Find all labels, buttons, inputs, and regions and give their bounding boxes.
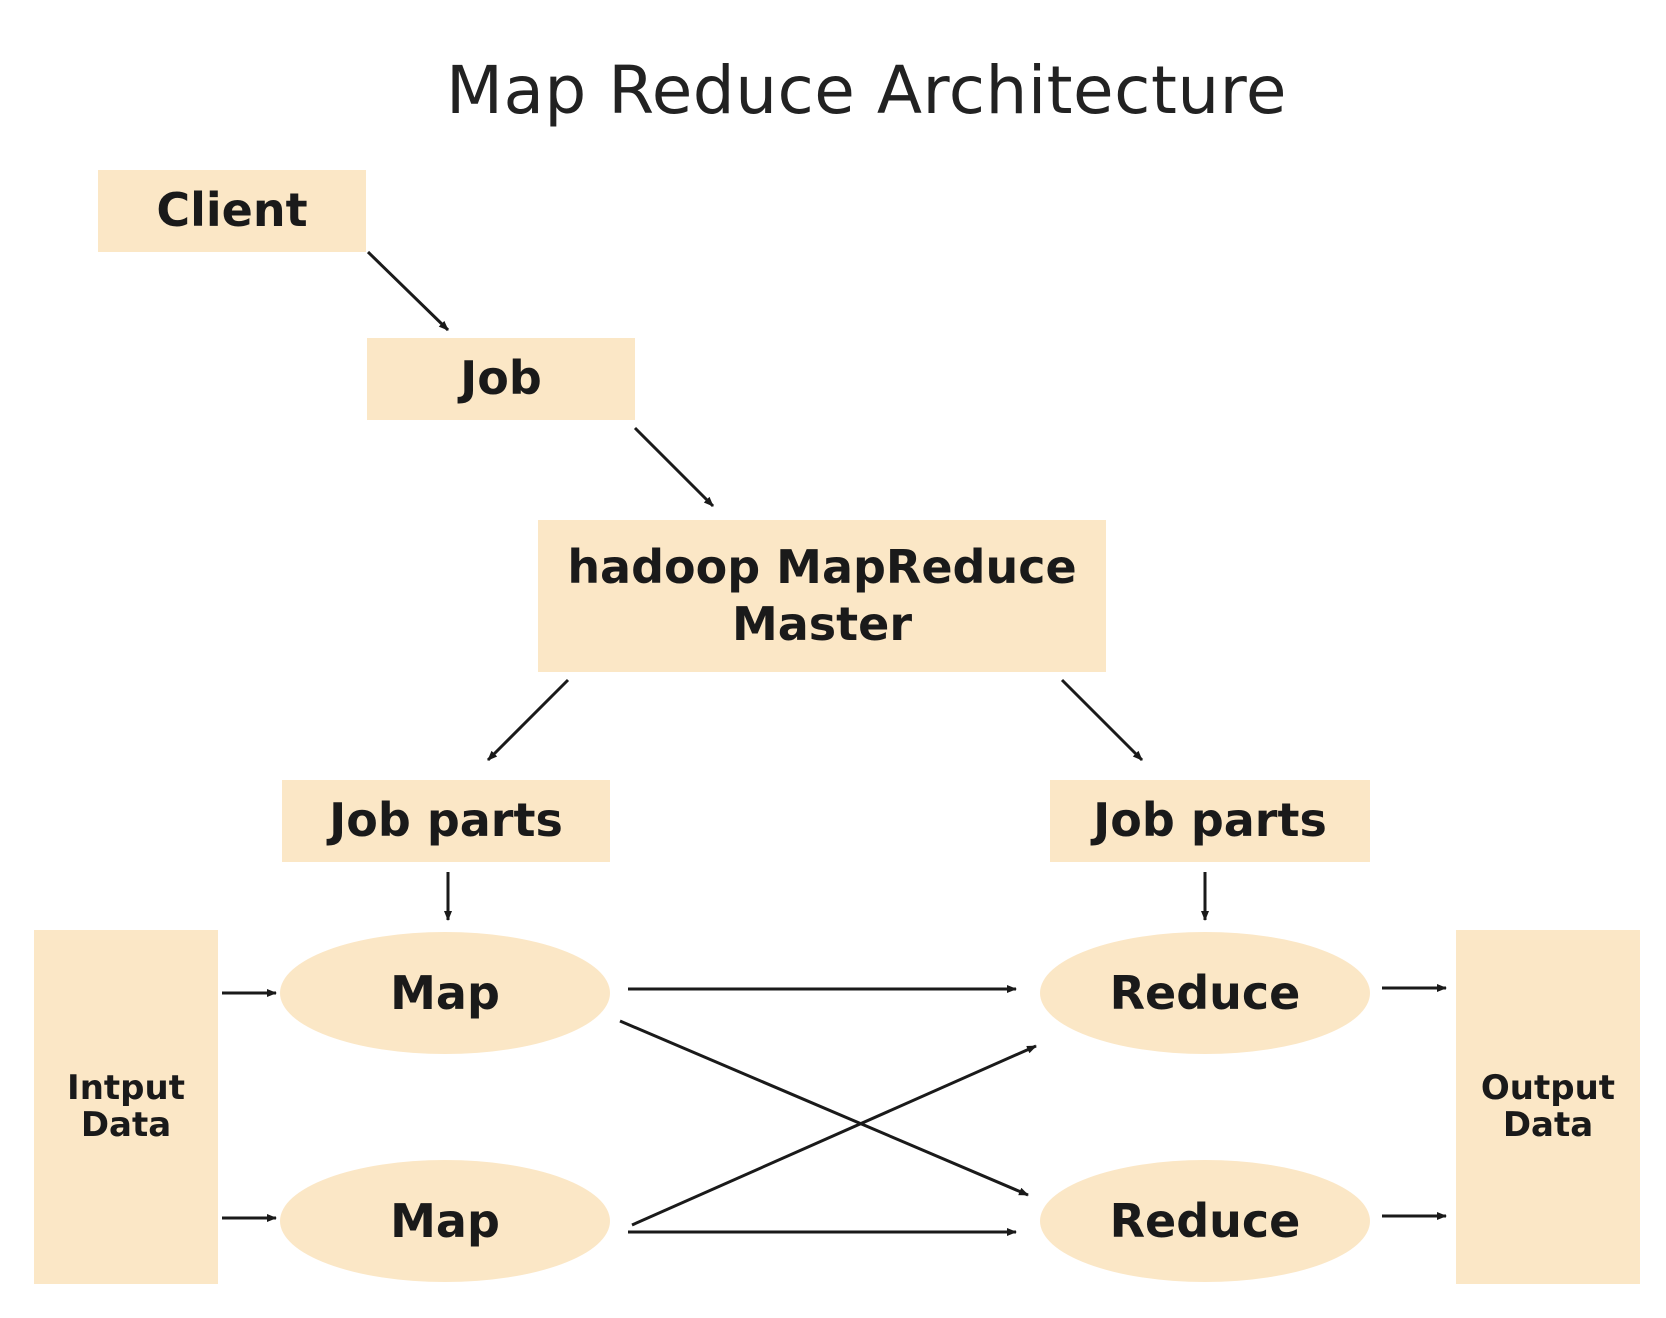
map-bottom-label: Map: [390, 1194, 500, 1248]
reduce-node-bottom: Reduce: [1040, 1160, 1370, 1282]
arrow-master-to-jobparts-right: [1060, 678, 1144, 762]
job-parts-left-label: Job parts: [329, 793, 563, 848]
job-parts-right-label: Job parts: [1093, 793, 1327, 848]
arrow-map-top-to-reduce-bottom: [619, 1019, 1029, 1197]
map-top-label: Map: [390, 966, 500, 1020]
output-data-node: Output Data: [1456, 930, 1640, 1284]
master-label-line2: Master: [731, 597, 913, 651]
job-label: Job: [460, 351, 542, 406]
reduce-top-label: Reduce: [1109, 966, 1301, 1020]
client-node: Client: [98, 170, 366, 252]
client-label: Client: [156, 183, 308, 238]
map-node-top: Map: [280, 932, 610, 1054]
arrow-master-to-jobparts-left: [486, 678, 570, 762]
input-data-label-line1: Intput: [67, 1067, 185, 1108]
diagram-title: Map Reduce Architecture: [446, 52, 1287, 129]
arrow-job-to-master: [633, 426, 715, 508]
output-data-label-line1: Output: [1480, 1067, 1616, 1108]
reduce-node-top: Reduce: [1040, 932, 1370, 1054]
job-parts-left-node: Job parts: [282, 780, 610, 862]
input-data-node: Intput Data: [34, 930, 218, 1284]
output-data-label-line2: Data: [1502, 1105, 1594, 1145]
arrow-client-to-job: [366, 250, 450, 332]
job-node: Job: [367, 338, 635, 420]
input-data-label-line2: Data: [80, 1105, 172, 1145]
reduce-bottom-label: Reduce: [1109, 1194, 1301, 1248]
master-label-line1: hadoop MapReduce: [567, 539, 1077, 594]
job-parts-right-node: Job parts: [1050, 780, 1370, 862]
arrow-map-bottom-to-reduce-top: [631, 1044, 1037, 1227]
map-node-bottom: Map: [280, 1160, 610, 1282]
mapreduce-master-node: hadoop MapReduce Master: [538, 520, 1106, 672]
